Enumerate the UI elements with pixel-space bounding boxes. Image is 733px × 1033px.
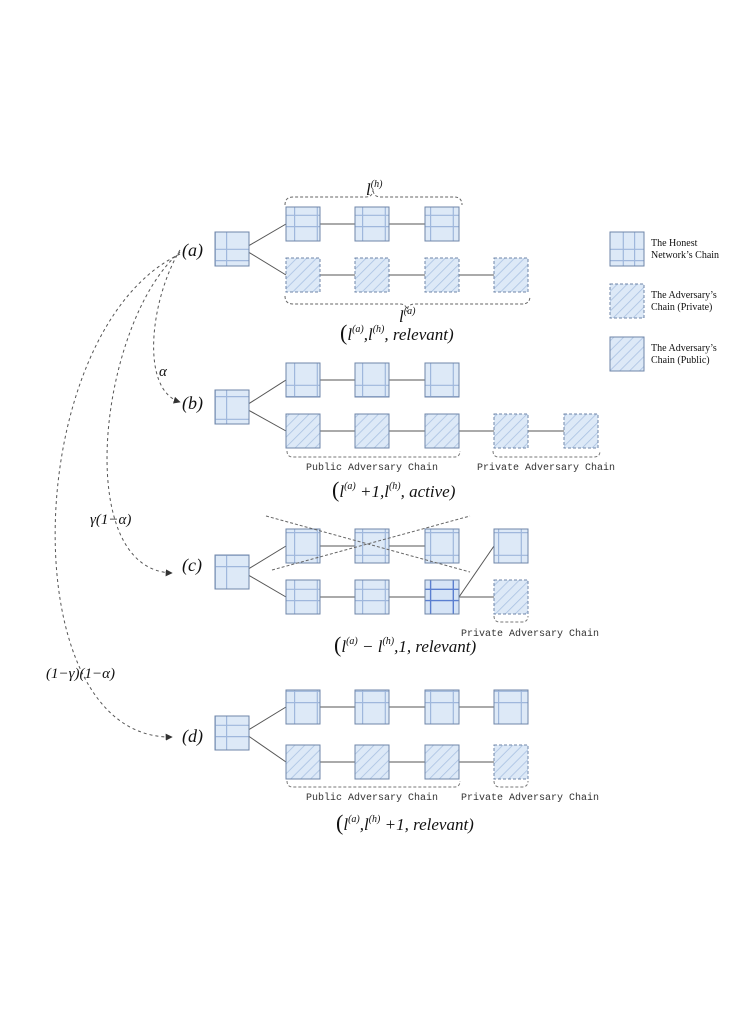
fork-connector-bottom-a — [248, 251, 287, 276]
legend-swatch-honest — [609, 231, 645, 267]
state-label-c: (c) — [182, 555, 202, 576]
b-top-block-2 — [354, 362, 390, 398]
private-brace-c — [493, 615, 529, 623]
state-tuple-c: (l(a) − l(h),1, relevant) — [334, 632, 476, 657]
arc-a-to-b — [153, 249, 181, 404]
public-brace-d — [286, 780, 461, 788]
d-bottom-block-4 — [493, 744, 529, 780]
legend-swatch-private — [609, 283, 645, 319]
a-bottom-block-2 — [354, 257, 390, 293]
state-label-d: (d) — [182, 726, 203, 747]
public-adversary-chain-label-d: Public Adversary Chain — [306, 792, 438, 804]
transition-label-one-minus-gamma-one-minus-alpha: (1−γ)(1−α) — [46, 666, 115, 682]
a-bottom-block-4 — [493, 257, 529, 293]
private-brace-d — [493, 780, 529, 788]
private-adversary-chain-label-c: Private Adversary Chain — [461, 628, 599, 640]
adversary-chain-brace — [284, 295, 531, 313]
b-top-block-1 — [285, 362, 321, 398]
c-extra-block-2 — [493, 579, 529, 615]
legend-label-private: The Adversary’s Chain (Private) — [651, 290, 719, 313]
c-bottom-block-3 — [424, 579, 460, 615]
legend-swatch-public — [609, 336, 645, 372]
c-extra-block-1 — [493, 528, 529, 564]
b-bottom-block-4 — [493, 413, 529, 449]
c-top-block-1 — [285, 528, 321, 564]
fork-connector-bottom-d — [248, 735, 287, 763]
honest-length-label: l(h) — [366, 179, 383, 199]
adversary-length-label: l(a) — [399, 306, 416, 326]
blocks — [214, 206, 599, 780]
private-adversary-chain-label-d: Private Adversary Chain — [461, 792, 599, 804]
legend-label-public: The Adversary’s Chain (Public) — [651, 343, 719, 366]
c-top-block-3 — [424, 528, 460, 564]
genesis-block-d — [214, 715, 250, 751]
b-top-block-3 — [424, 362, 460, 398]
d-bottom-block-1 — [285, 744, 321, 780]
legend: The Honest Network’s Chain The Adversary… — [609, 231, 719, 372]
arc-a-to-c — [106, 251, 181, 577]
b-bottom-block-1 — [285, 413, 321, 449]
a-bottom-block-1 — [285, 257, 321, 293]
d-top-block-3 — [424, 689, 460, 725]
fork-connector-top-a — [248, 223, 287, 247]
fork-connector-bottom-b — [248, 409, 287, 432]
genesis-block-c — [214, 554, 250, 590]
b-bottom-block-3 — [424, 413, 460, 449]
d-top-block-2 — [354, 689, 390, 725]
arc-a-to-d — [54, 253, 181, 741]
b-bottom-block-5 — [563, 413, 599, 449]
genesis-block-a — [214, 231, 250, 267]
private-brace-b — [492, 450, 601, 458]
legend-label-honest: The Honest Network’s Chain — [651, 238, 719, 261]
fork-connector-top-d — [248, 706, 287, 731]
a-top-block-3 — [424, 206, 460, 242]
state-label-a: (a) — [182, 240, 203, 261]
d-bottom-block-2 — [354, 744, 390, 780]
state-tuple-a: (l(a),l(h), relevant) — [340, 320, 454, 345]
private-adversary-chain-label-b: Private Adversary Chain — [477, 462, 615, 474]
a-top-block-2 — [354, 206, 390, 242]
state-tuple-b: (l(a) +1,l(h), active) — [332, 477, 456, 502]
braces-state-a — [284, 188, 531, 313]
honest-chain-brace — [284, 188, 463, 206]
a-top-block-1 — [285, 206, 321, 242]
fork-connector-top-b — [248, 379, 287, 405]
state-label-b: (b) — [182, 393, 203, 414]
state-tuple-d: (l(a),l(h) +1, relevant) — [336, 810, 474, 835]
c-bottom-block-2 — [354, 579, 390, 615]
d-top-block-4 — [493, 689, 529, 725]
transition-arcs — [54, 249, 181, 741]
chain-underline-braces — [286, 450, 601, 788]
c-bottom-block-1 — [285, 579, 321, 615]
public-brace-b — [286, 450, 461, 458]
fork-connector-top-c — [248, 545, 287, 570]
block-connectors — [248, 223, 564, 763]
a-bottom-block-3 — [424, 257, 460, 293]
transition-label-alpha: α — [159, 364, 168, 380]
transition-label-gamma-one-minus-alpha: γ(1−α) — [90, 512, 131, 528]
b-bottom-block-2 — [354, 413, 390, 449]
fork-connector-bottom-c — [248, 574, 287, 598]
genesis-block-b — [214, 389, 250, 425]
orphaned-branch-cross — [265, 515, 471, 573]
c-extra-link-1 — [458, 545, 495, 598]
public-adversary-chain-label-b: Public Adversary Chain — [306, 462, 438, 474]
d-bottom-block-3 — [424, 744, 460, 780]
d-top-block-1 — [285, 689, 321, 725]
